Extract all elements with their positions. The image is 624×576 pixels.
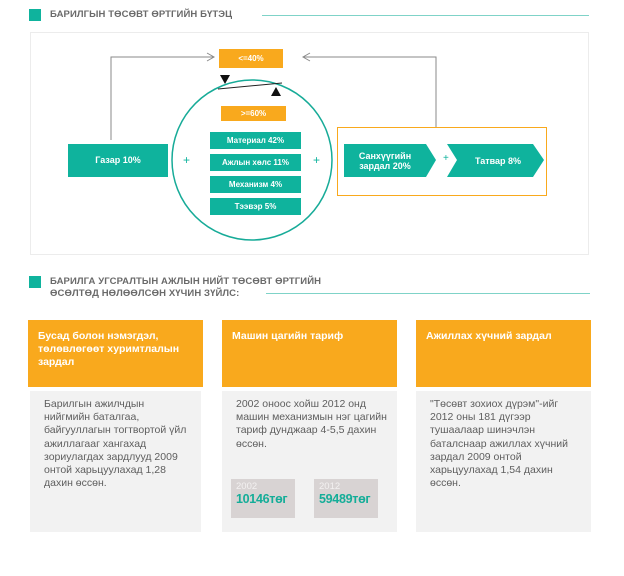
core-cost-circle xyxy=(171,79,333,241)
plus-icon: + xyxy=(443,153,449,164)
finance-chevron xyxy=(344,144,436,177)
core-item-transport: Тээвэр 5% xyxy=(210,198,301,215)
card-title: Бусад болон нэмэгдэл, төлөвлөгөөт хуримт… xyxy=(28,320,203,387)
arrowhead-right xyxy=(206,52,216,62)
lower-share-label: >=60% xyxy=(221,106,286,121)
core-item-labor: Ажлын хөлс 11% xyxy=(210,154,301,171)
factor-card-other-costs: Бусад болон нэмэгдэл, төлөвлөгөөт хуримт… xyxy=(28,320,203,532)
section-header-factors: БАРИЛГА УГСРАЛТЫН АЖЛЫН НИЙТ ТӨСӨВТ ӨРТГ… xyxy=(29,276,321,300)
card-body: Барилгын ажилчдын нийгмийн баталгаа, бай… xyxy=(30,391,201,532)
balance-line xyxy=(217,82,283,90)
section-divider xyxy=(266,293,590,294)
stat-2012: 2012 59489төг xyxy=(314,479,378,518)
card-body: 2002 оноос хойш 2012 онд машин механизмы… xyxy=(222,391,397,532)
plus-icon: + xyxy=(313,153,321,167)
section-divider xyxy=(262,15,589,16)
section-title: БАРИЛГЫН ТӨСӨВТ ӨРТГИЙН БҮТЭЦ xyxy=(50,9,233,20)
plus-icon: + xyxy=(183,153,191,167)
card-title: Машин цагийн тариф xyxy=(222,320,397,387)
section-header-structure: БАРИЛГЫН ТӨСӨВТ ӨРТГИЙН БҮТЭЦ xyxy=(29,9,232,21)
stat-year: 2002 xyxy=(236,481,258,492)
factor-card-labor-costs: Ажиллах хүчний зардал "Төсөвт зохиох дүр… xyxy=(416,320,591,532)
core-item-machinery: Механизм 4% xyxy=(210,176,301,193)
factor-card-machine-tariff: Машин цагийн тариф 2002 оноос хойш 2012 … xyxy=(222,320,397,532)
stat-2002: 2002 10146төг xyxy=(231,479,295,518)
connector-finance-to-upper xyxy=(303,56,437,127)
upper-share-label: <=40% xyxy=(219,49,283,68)
arrowhead-left xyxy=(301,52,311,62)
land-cost-box: Газар 10% xyxy=(68,144,168,177)
section-marker-icon xyxy=(29,9,41,21)
tax-chevron xyxy=(447,144,544,177)
section-title: БАРИЛГА УГСРАЛТЫН АЖЛЫН НИЙТ ТӨСӨВТ ӨРТГ… xyxy=(50,276,322,299)
connector-land-to-upper xyxy=(110,56,214,140)
core-item-material: Материал 42% xyxy=(210,132,301,149)
stat-value: 59489төг xyxy=(319,492,371,506)
triangle-down-icon xyxy=(220,75,230,84)
stat-value: 10146төг xyxy=(236,492,288,506)
stat-year: 2012 xyxy=(319,481,341,492)
card-body: "Төсөвт зохиох дүрэм"-ийг 2012 оны 181 д… xyxy=(416,391,591,532)
section-marker-icon xyxy=(29,276,41,288)
card-title: Ажиллах хүчний зардал xyxy=(416,320,591,387)
tax-cost-label: Татвар 8% xyxy=(474,155,522,166)
triangle-up-icon xyxy=(271,87,281,96)
